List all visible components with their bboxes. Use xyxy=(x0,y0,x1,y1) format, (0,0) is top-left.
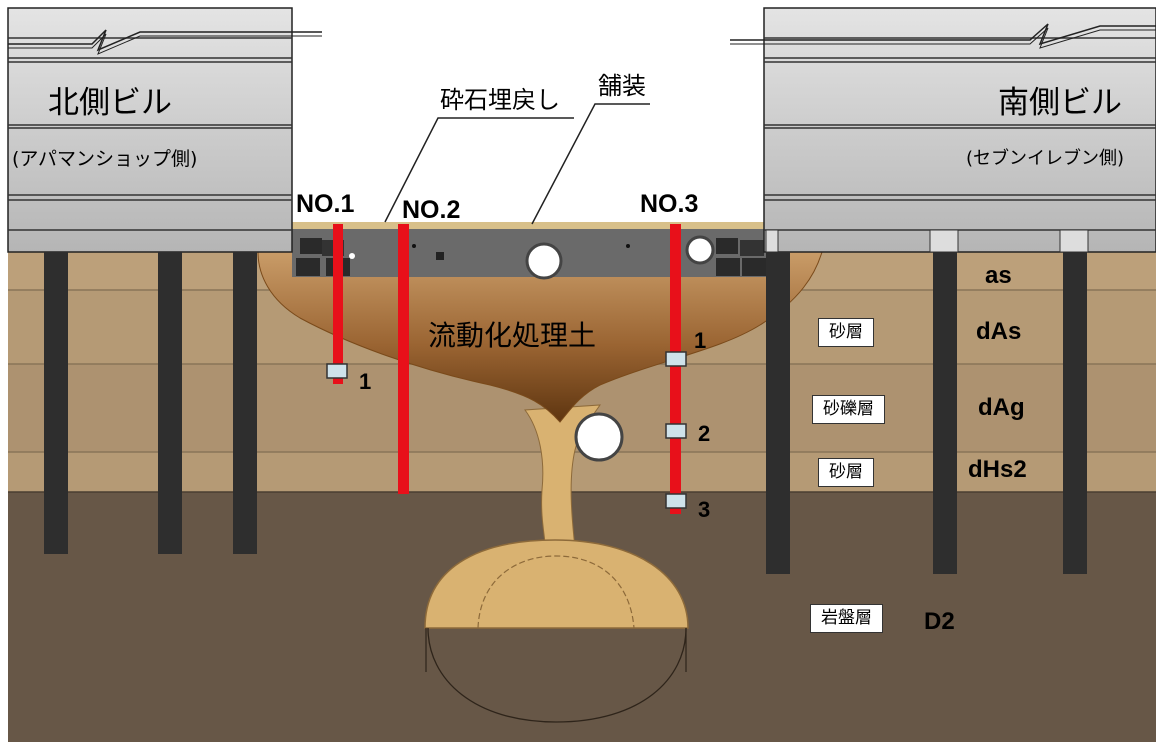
sensor-marker xyxy=(665,423,687,439)
sensor-label-no3-1: 1 xyxy=(694,328,707,353)
boreholes xyxy=(333,224,681,514)
south-building-name: 南側ビル xyxy=(998,85,1122,121)
borehole-label-no2: NO.2 xyxy=(402,196,461,224)
borehole-no3 xyxy=(670,224,681,514)
layer-code-dAg: dAg xyxy=(978,394,1025,421)
pavement xyxy=(292,222,770,280)
layer-name-dAg: 砂礫層 xyxy=(812,395,885,424)
borehole-label-no1: NO.1 xyxy=(296,190,355,218)
sensor-marker xyxy=(326,363,348,379)
sensor-label-no1-1: 1 xyxy=(359,369,372,394)
layer-code-dHs2: dHs2 xyxy=(968,456,1027,483)
layer-code-as: as xyxy=(985,262,1012,289)
layer-code-D2: D2 xyxy=(924,608,955,635)
sensor-marker xyxy=(665,351,687,367)
crushed-stone-label: 砕石埋戻し xyxy=(440,86,560,114)
pipe-upper xyxy=(525,242,563,280)
sensor-marker xyxy=(665,493,687,509)
fluidized-soil-label: 流動化処理土 xyxy=(428,319,597,352)
north-building-note: (アパマンショップ側) xyxy=(12,148,198,170)
sensor-label-no3-3: 3 xyxy=(698,497,711,522)
south-building-note: (セブンイレブン側) xyxy=(966,148,1125,169)
tunnel-dome xyxy=(424,539,689,629)
layer-code-dAs: dAs xyxy=(976,318,1022,345)
north-building-name: 北側ビル xyxy=(48,85,172,121)
layer-name-D2: 岩盤層 xyxy=(810,604,883,633)
borehole-label-no3: NO.3 xyxy=(640,190,699,218)
layer-dHs2 xyxy=(8,452,1156,492)
pipe-lower xyxy=(574,412,624,462)
south-building xyxy=(730,7,1156,574)
borehole-no2 xyxy=(398,224,409,494)
borehole-no1 xyxy=(333,224,343,384)
layer-name-dHs2: 砂層 xyxy=(818,458,874,487)
callout-leaders xyxy=(384,103,650,225)
sensors xyxy=(326,351,687,509)
north-building xyxy=(7,7,322,554)
paving-label: 舗装 xyxy=(598,72,646,100)
layer-name-dAs: 砂層 xyxy=(818,318,874,347)
tunnel-structure xyxy=(424,404,689,723)
sensor-label-no3-2: 2 xyxy=(698,421,711,446)
